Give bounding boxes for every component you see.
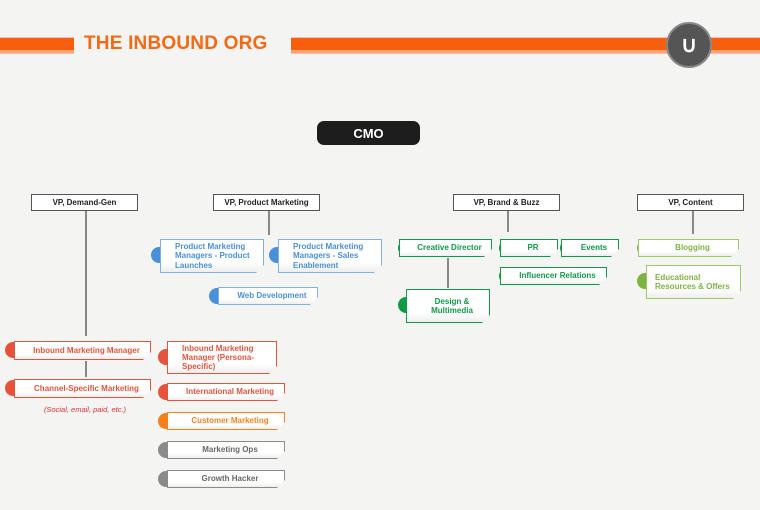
node-international-marketing: International Marketing xyxy=(167,383,285,401)
vp-product-marketing: VP, Product Marketing xyxy=(213,194,320,211)
node-customer-marketing: Customer Marketing xyxy=(167,412,285,430)
node-blogging: Blogging xyxy=(638,239,739,257)
channel-note: (Social, email, paid, etc.) xyxy=(43,405,127,414)
node-tab xyxy=(5,342,14,358)
vp-content: VP, Content xyxy=(637,194,744,211)
connector xyxy=(85,361,87,377)
header-bar-left xyxy=(0,37,74,54)
connector xyxy=(85,211,87,336)
cmo-node: CMO xyxy=(317,121,420,145)
node-design-multimedia: Design & Multimedia xyxy=(406,289,490,323)
node-tab xyxy=(158,384,167,400)
node-influencer-relations: Influencer Relations xyxy=(500,267,607,285)
node-tab xyxy=(5,380,14,396)
node-pr: PR xyxy=(500,239,558,257)
node-tab xyxy=(269,247,278,263)
header-bar-right xyxy=(291,37,760,54)
node-growth-hacker: Growth Hacker xyxy=(167,470,285,488)
node-events: Events xyxy=(561,239,619,257)
node-pmm-sales: Product Marketing Managers - Sales Enabl… xyxy=(278,239,382,273)
vp-demand-gen: VP, Demand-Gen xyxy=(31,194,138,211)
node-persona-manager: Inbound Marketing Manager (Persona-Speci… xyxy=(167,341,277,374)
node-tab xyxy=(158,471,167,487)
magnet-icon: ∪ xyxy=(666,22,712,68)
connector xyxy=(692,211,694,234)
node-tab xyxy=(158,413,167,429)
node-educational-resources: Educational Resources & Offers xyxy=(646,265,741,299)
node-tab xyxy=(209,288,218,304)
node-tab xyxy=(151,247,160,263)
connector xyxy=(507,211,509,232)
node-tab xyxy=(398,297,407,313)
page-title: THE INBOUND ORG xyxy=(84,33,268,54)
node-inbound-marketing-manager: Inbound Marketing Manager xyxy=(14,341,151,360)
vp-brand-buzz: VP, Brand & Buzz xyxy=(453,194,560,211)
node-tab xyxy=(637,273,646,289)
node-tab xyxy=(158,349,167,365)
node-marketing-ops: Marketing Ops xyxy=(167,441,285,459)
node-creative-director: Creative Director xyxy=(399,239,492,257)
node-tab xyxy=(158,442,167,458)
node-web-development: Web Development xyxy=(218,287,318,305)
node-channel-specific-marketing: Channel-Specific Marketing xyxy=(14,379,151,398)
connector xyxy=(268,211,270,235)
connector xyxy=(447,258,449,288)
node-pmm-launches: Product Marketing Managers - Product Lau… xyxy=(160,239,264,273)
